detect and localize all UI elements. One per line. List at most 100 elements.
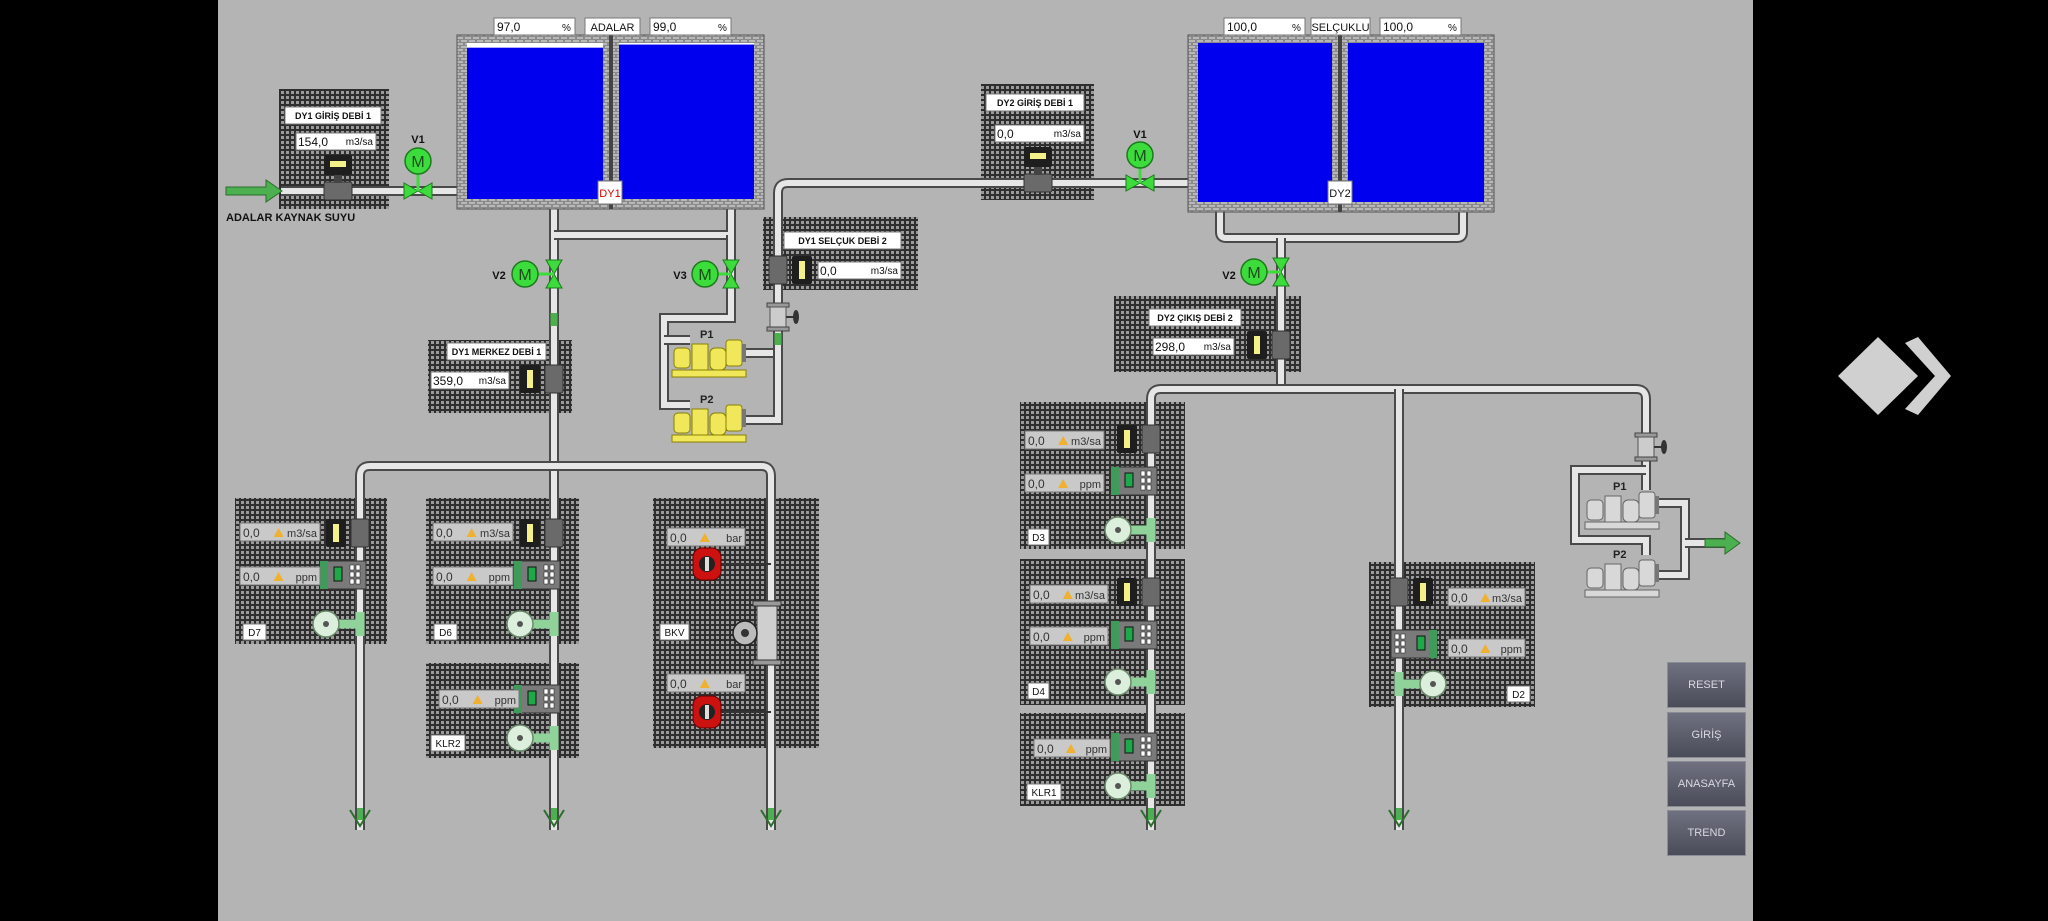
flow-indicator <box>551 808 557 820</box>
dy1-giris-flow-meter-icon <box>323 155 353 201</box>
pressure-gauge-icon <box>506 724 559 752</box>
pump-p1-adalar[interactable]: P1 <box>671 329 747 378</box>
station-reading-unit: bar <box>726 679 742 691</box>
pressure-gauge-icon <box>1104 516 1156 544</box>
valve-label: V2 <box>1222 270 1235 282</box>
station-reading-value: 0,0 <box>436 526 453 540</box>
meter-dy1_merkez-unit: m3/sa <box>479 376 507 387</box>
manual-valve-icon[interactable] <box>1634 432 1667 462</box>
tank-left_tank-name-box <box>584 17 641 36</box>
valve-v3-adalar[interactable]: M <box>691 259 740 289</box>
manual-valve-icon[interactable] <box>766 302 799 332</box>
station-reading-value: 0,0 <box>670 531 687 545</box>
warning-icon <box>699 679 710 688</box>
station-reading-value: 0,0 <box>1037 742 1054 756</box>
warning-icon <box>1480 644 1491 653</box>
valve-label: V1 <box>411 134 424 146</box>
analyzer-icon <box>513 560 561 590</box>
meter-dy2_giris-label-box <box>985 93 1085 112</box>
station-label-box <box>1026 783 1062 801</box>
pressure-transmitter-icon <box>692 547 771 581</box>
pump-p2-selcuklu[interactable]: P2 <box>1584 549 1660 598</box>
reset-button[interactable]: RESET <box>1667 662 1746 708</box>
adalar-tank-left-water-level <box>467 47 603 200</box>
station-label: D6 <box>439 628 452 639</box>
valve-label: V3 <box>673 270 686 282</box>
tank-left_tank-level-right-box <box>649 17 732 36</box>
valve-v2-selcuklu[interactable]: M <box>1240 257 1290 287</box>
station-label: D4 <box>1032 687 1045 698</box>
meter-dy2_cikis-value: 298,0 <box>1155 340 1185 354</box>
warning-icon <box>1062 632 1073 641</box>
giris-button[interactable]: GİRİŞ <box>1667 712 1746 758</box>
tank-right_tank-level-right-box <box>1379 17 1462 36</box>
dy1-selcuk-flow-meter-icon <box>768 255 812 285</box>
pressure-reducing-valve-icon[interactable] <box>732 600 782 666</box>
warning-icon <box>466 572 477 581</box>
pipe-core <box>357 463 774 830</box>
warning-icon <box>273 572 284 581</box>
tank-left_tank-level-left: 97,0 <box>497 20 521 34</box>
trend-button[interactable]: TREND <box>1667 810 1746 856</box>
meter-dy1_selcuk-label-box <box>783 231 902 250</box>
flow-meter-icon <box>520 518 564 548</box>
station-reading-unit: ppm <box>1084 632 1105 644</box>
valve-label: V2 <box>492 270 505 282</box>
flow-indicator <box>1148 808 1154 820</box>
station-reading-value: 0,0 <box>670 677 687 691</box>
tank-left_tank-unit-left: % <box>562 23 571 34</box>
meter-dy1_giris-value: 154,0 <box>298 135 328 149</box>
warning-icon <box>1062 590 1073 599</box>
station-reading-value: 0,0 <box>1033 630 1050 644</box>
station-label-box <box>1506 685 1531 703</box>
station-reading-value: 0,0 <box>1451 642 1468 656</box>
tank-left_tank-level-left-box <box>493 17 576 36</box>
tank-left_tank-unit-right: % <box>718 23 727 34</box>
station-label: BKV <box>664 628 684 639</box>
meter-dy2_cikis-value-box <box>1152 337 1235 356</box>
valve-v2-adalar[interactable]: M <box>511 259 563 289</box>
pump-p1-selcuklu[interactable]: P1 <box>1584 481 1660 530</box>
pump-label: P2 <box>700 394 713 406</box>
tank-right_tank-level-left-box <box>1223 17 1306 36</box>
station-reading-unit: ppm <box>1086 744 1107 756</box>
pressure-gauge-icon <box>1104 668 1156 696</box>
analyzer-icon <box>319 560 367 590</box>
flow-indicator <box>1396 808 1402 820</box>
station-reading-unit: ppm <box>1501 644 1522 656</box>
warning-icon <box>1480 593 1491 602</box>
selcuklu-tank-right-water-level <box>1348 43 1484 202</box>
meter-dy1_merkez-value-box <box>430 371 510 390</box>
station-label-box <box>242 623 267 641</box>
motor-symbol: M <box>698 267 711 284</box>
flow-meter-icon <box>1117 424 1161 454</box>
meter-dy2_cikis-label-box <box>1148 308 1242 327</box>
station-reading-unit: m3/sa <box>480 528 511 540</box>
meter-dy2_giris-label: DY2 GİRİŞ DEBİ 1 <box>997 98 1073 108</box>
anasayfa-button[interactable]: ANASAYFA <box>1667 761 1746 807</box>
valve-v1-selcuklu[interactable]: M <box>1125 141 1155 192</box>
outflow-arrow-icon <box>760 809 782 828</box>
valve-v1-adalar[interactable]: M <box>403 147 433 200</box>
meter-dy1_selcuk-unit: m3/sa <box>871 266 899 277</box>
flow-meter-icon <box>1389 577 1433 607</box>
pump-p2-adalar[interactable]: P2 <box>671 394 747 443</box>
station-reading-unit: m3/sa <box>1075 590 1106 602</box>
motor-symbol: M <box>1247 265 1260 282</box>
flow-meter-icon <box>1117 577 1161 607</box>
station-reading-value: 0,0 <box>1028 477 1045 491</box>
inlet-arrow-icon <box>225 179 283 203</box>
app-logo <box>1838 337 1951 415</box>
station-reading-unit: bar <box>726 533 742 545</box>
tank-right_tank-unit-right: % <box>1448 23 1457 34</box>
pressure-gauge-icon <box>312 610 365 638</box>
pressure-gauge-icon <box>506 610 559 638</box>
meter-dy1_selcuk-label: DY1 SELÇUK DEBİ 2 <box>798 236 887 246</box>
motor-symbol: M <box>411 154 424 171</box>
station-label-box <box>659 623 690 641</box>
station-label: D7 <box>248 628 261 639</box>
tank-right_tank-level-right: 100,0 <box>1383 20 1413 34</box>
tank-left_tank-name: ADALAR <box>590 22 634 34</box>
motor-symbol: M <box>518 267 531 284</box>
station-reading-value: 0,0 <box>1451 591 1468 605</box>
